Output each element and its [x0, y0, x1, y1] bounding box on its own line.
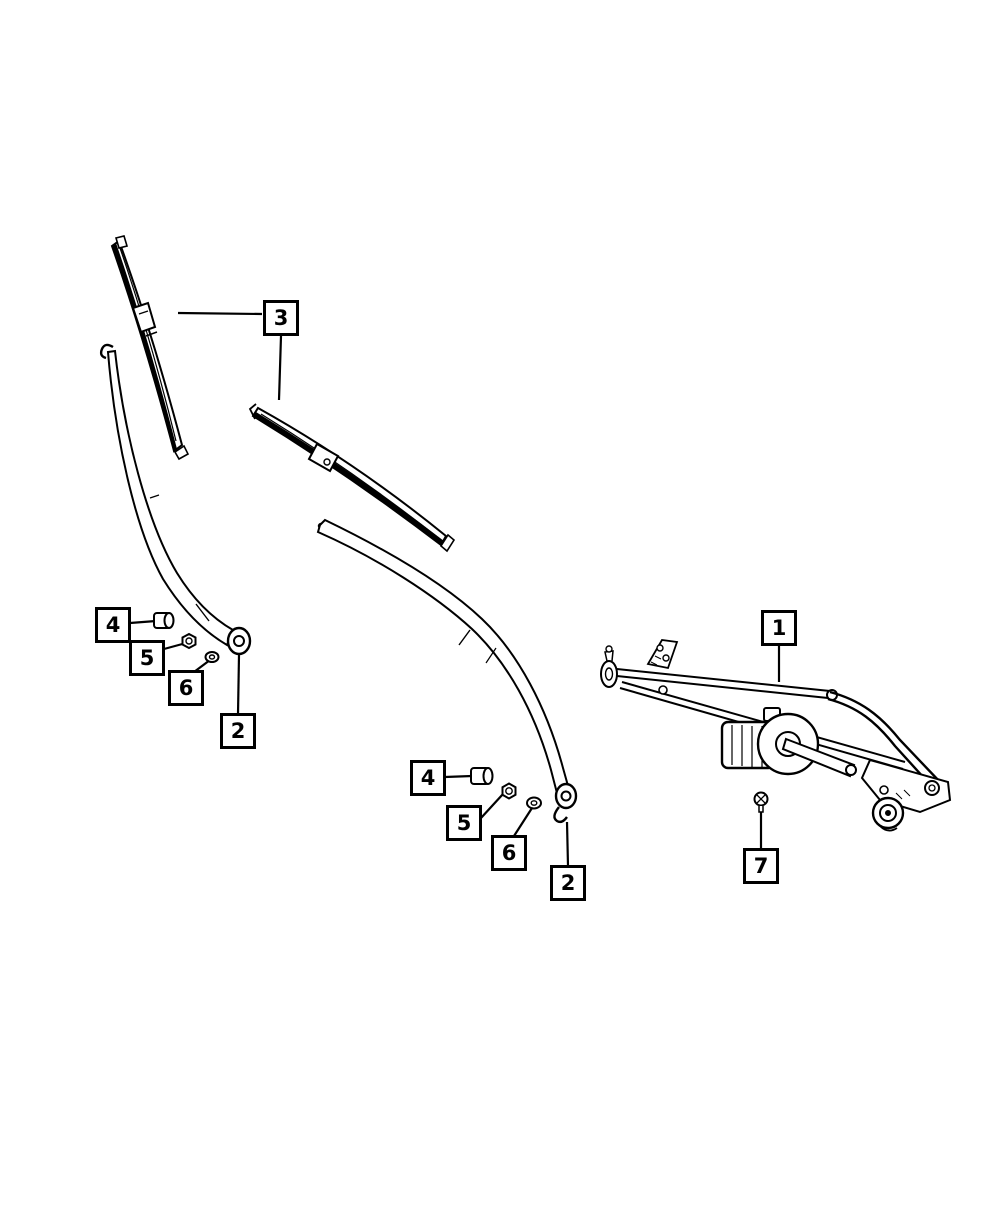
callout-box-4-right[interactable]: 4 — [410, 760, 446, 796]
callout-box-4-left[interactable]: 4 — [95, 607, 131, 643]
callout-box-2-right[interactable]: 2 — [550, 865, 586, 901]
callout-label: 7 — [753, 853, 769, 878]
wiper-arm-left — [99, 343, 252, 656]
callout-box-5-right[interactable]: 5 — [446, 805, 482, 841]
pivot-washer-left — [204, 651, 220, 663]
wiper-blade-right — [248, 403, 456, 553]
wiper-arm-right — [316, 518, 578, 824]
callout-box-7[interactable]: 7 — [743, 848, 779, 884]
callout-label: 4 — [420, 765, 436, 790]
callout-box-3[interactable]: 3 — [263, 300, 299, 336]
pivot-washer-right — [526, 796, 542, 810]
wiper-motor-linkage-assembly — [600, 639, 952, 832]
callout-box-5-left[interactable]: 5 — [129, 640, 165, 676]
callout-box-2-left[interactable]: 2 — [220, 713, 256, 749]
leader-lines — [129, 311, 781, 867]
callout-label: 6 — [501, 840, 517, 865]
callout-label: 2 — [560, 870, 576, 895]
wiper-blade-left — [110, 235, 190, 461]
callout-label: 3 — [273, 305, 289, 330]
pivot-nut-left — [181, 632, 197, 650]
callout-box-1[interactable]: 1 — [761, 610, 797, 646]
pivot-bushing-left — [153, 612, 175, 629]
callout-label: 2 — [230, 718, 246, 743]
callout-label: 5 — [139, 645, 155, 670]
pivot-bushing-right — [470, 767, 494, 785]
mounting-bolt — [753, 791, 769, 813]
callout-box-6-left[interactable]: 6 — [168, 670, 204, 706]
callout-label: 4 — [105, 612, 121, 637]
callout-label: 1 — [771, 615, 787, 640]
callout-box-6-right[interactable]: 6 — [491, 835, 527, 871]
pivot-nut-right — [501, 782, 517, 800]
callout-label: 6 — [178, 675, 194, 700]
callout-label: 5 — [456, 810, 472, 835]
